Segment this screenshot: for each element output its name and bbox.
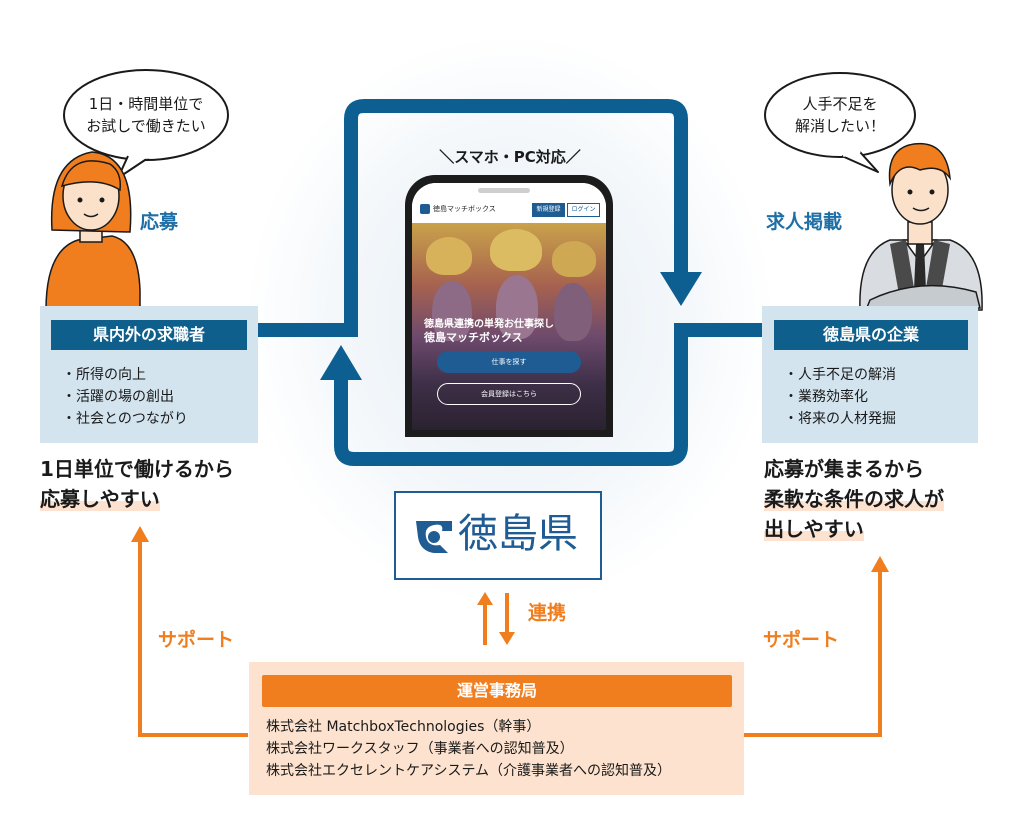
companies-title: 徳島県の企業 (774, 320, 968, 350)
left-benefit: 1日単位で働けるから 応募しやすい (40, 454, 234, 514)
prefecture-name: 徳島県 (458, 511, 578, 557)
link-label: 連携 (528, 602, 567, 624)
member-register-button[interactable]: 会員登録はこちら (437, 383, 581, 405)
phone-speaker (478, 188, 530, 193)
left-speech-bubble (63, 69, 229, 179)
flow-arrow-down (660, 272, 702, 306)
support-line-left (138, 540, 248, 737)
dancer-hat (552, 241, 596, 277)
benefit-line: 出しやすい (764, 517, 864, 541)
benefit-line: 応募しやすい (40, 487, 160, 511)
apply-label: 応募 (140, 211, 179, 233)
benefit-line: 柔軟な条件の求人が (764, 487, 944, 511)
left-bubble-text: 1日・時間単位で お試しで働きたい (70, 93, 222, 137)
benefit-line: 1日単位で働けるから (40, 457, 234, 481)
right-bubble-text: 人手不足を 解消したい！ (768, 93, 912, 137)
phone-screen: 徳島マッチボックス 新規登録 ログイン 徳島県連携の単発お仕事探し 徳島マッチボ… (412, 183, 606, 430)
company-man-icon (859, 142, 983, 311)
right-speech-bubble (764, 72, 916, 173)
dancer-hat (426, 237, 472, 275)
flow-arrow-up (320, 345, 362, 380)
site-brand: 徳島マッチボックス (433, 205, 496, 213)
dancer-body (496, 275, 538, 339)
list-item: 将来の人材発掘 (784, 408, 896, 430)
job-posting-label: 求人掲載 (766, 211, 843, 233)
prefecture-logo: 徳島県 (394, 491, 602, 580)
register-button[interactable]: 新規登録 (532, 203, 565, 217)
support-label-left: サポート (158, 629, 235, 651)
search-jobs-button[interactable]: 仕事を探す (437, 351, 581, 373)
site-header: 徳島マッチボックス 新規登録 ログイン (412, 183, 606, 223)
support-arrow-left (131, 526, 149, 542)
right-bubble-line: 解消したい！ (794, 117, 885, 135)
login-button[interactable]: ログイン (567, 203, 600, 217)
list-item: 社会とのつながり (62, 408, 188, 430)
dancer-hat (490, 229, 542, 271)
job-seekers-panel: 県内外の求職者 所得の向上 活躍の場の創出 社会とのつながり (40, 306, 258, 443)
job-seekers-list: 所得の向上 活躍の場の創出 社会とのつながり (62, 364, 188, 430)
link-arrows-icon (477, 592, 515, 645)
benefit-line: 応募が集まるから (764, 457, 924, 481)
hero-headline-line: 徳島県連携の単発お仕事探し (424, 319, 554, 330)
support-label-right: サポート (763, 629, 840, 651)
hero-headline-line: 徳島マッチボックス (424, 331, 523, 344)
job-seekers-title: 県内外の求職者 (51, 320, 247, 350)
office-company-line: 株式会社 MatchboxTechnologies（幹事） (266, 719, 541, 735)
dancer-body (554, 283, 592, 341)
flow-path-top (258, 99, 688, 337)
companies-list: 人手不足の解消 業務効率化 将来の人材発掘 (784, 364, 896, 430)
support-line-right (744, 570, 882, 737)
dancer-body (432, 281, 472, 341)
operating-office-title: 運営事務局 (262, 675, 732, 707)
companies-panel: 徳島県の企業 人手不足の解消 業務効率化 将来の人材発掘 (762, 306, 978, 443)
right-benefit: 応募が集まるから 柔軟な条件の求人が 出しやすい (764, 454, 944, 544)
list-item: 活躍の場の創出 (62, 386, 188, 408)
job-seeker-woman-icon (45, 151, 141, 311)
list-item: 業務効率化 (784, 386, 896, 408)
hero-photo: 徳島県連携の単発お仕事探し 徳島マッチボックス 仕事を探す 会員登録はこちら (412, 223, 606, 430)
device-caption: ＼スマホ・PC対応／ (439, 148, 581, 166)
left-bubble-line: 1日・時間単位で (88, 95, 204, 113)
list-item: 所得の向上 (62, 364, 188, 386)
brand-logo-icon (420, 204, 430, 214)
support-arrow-right (871, 556, 889, 572)
hero-headline: 徳島県連携の単発お仕事探し 徳島マッチボックス (424, 318, 599, 344)
office-company-line: 株式会社エクセレントケアシステム（介護事業者への認知普及） (266, 763, 672, 779)
list-item: 人手不足の解消 (784, 364, 896, 386)
office-company-line: 株式会社ワークスタッフ（事業者への認知普及） (266, 741, 574, 757)
flow-path-bottom (334, 323, 764, 466)
prefecture-emblem-icon (416, 521, 452, 553)
left-bubble-line: お試しで働きたい (86, 117, 206, 135)
right-bubble-line: 人手不足を (802, 95, 878, 113)
